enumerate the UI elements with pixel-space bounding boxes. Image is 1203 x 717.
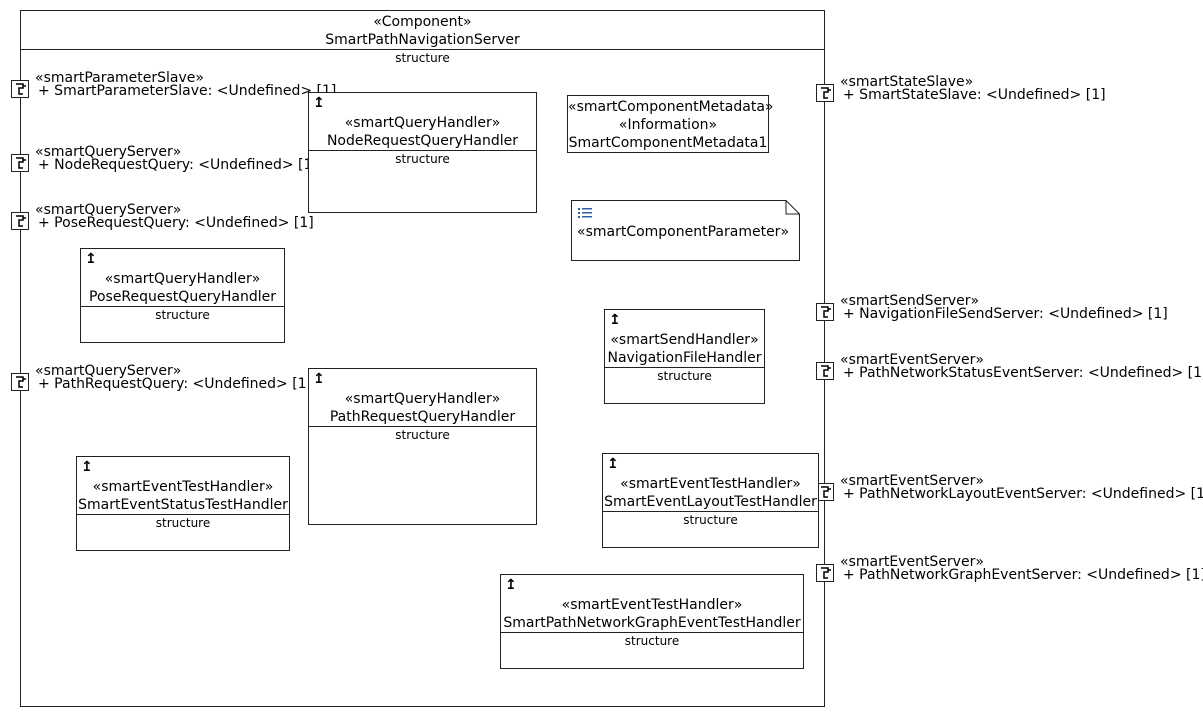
port-label: + PathNetworkStatusEventServer: <Undefin… <box>843 365 1203 381</box>
port-stereotype: «smartStateSlave» <box>840 74 974 90</box>
part-divider <box>77 514 289 515</box>
part-stereotype: «smartQueryHandler» <box>344 115 501 131</box>
part-name: NodeRequestQueryHandler <box>326 133 519 149</box>
part-arrow-icon: ↥ <box>313 371 325 387</box>
port-icon[interactable] <box>11 373 29 391</box>
port-stereotype: «smartEventServer» <box>840 352 984 368</box>
port-icon[interactable] <box>816 303 834 321</box>
part-name: SmartEventStatusTestHandler <box>78 497 288 513</box>
port-stereotype: «smartParameterSlave» <box>35 70 204 86</box>
component-stereotype: «Component» <box>373 14 472 30</box>
part-stereotype: «smartQueryHandler» <box>104 271 261 287</box>
note-text: «smartComponentParameter» <box>577 224 790 240</box>
port-stereotype: «smartQueryServer» <box>35 363 182 379</box>
part-compartment-label: structure <box>395 152 450 166</box>
part-name: PathRequestQueryHandler <box>329 409 516 425</box>
port-icon[interactable] <box>11 154 29 172</box>
part-compartment-label: structure <box>657 369 712 383</box>
metadata-name: SmartComponentMetadata1 <box>568 135 768 151</box>
part-stereotype: «smartEventTestHandler» <box>92 479 274 495</box>
part-arrow-icon: ↥ <box>505 577 517 593</box>
port-stereotype: «smartSendServer» <box>840 293 980 309</box>
part-smart-event-status-test-handler[interactable]: ↥ «smartEventTestHandler» SmartEventStat… <box>76 456 290 551</box>
part-name: SmartPathNetworkGraphEventTestHandler <box>503 615 801 631</box>
component-frame[interactable]: «Component» SmartPathNavigationServer st… <box>20 10 825 707</box>
part-divider <box>81 306 284 307</box>
port-stereotype: «smartEventServer» <box>840 473 984 489</box>
port-stereotype: «smartQueryServer» <box>35 144 182 160</box>
part-arrow-icon: ↥ <box>81 459 93 475</box>
part-divider <box>605 367 764 368</box>
list-icon <box>578 208 592 218</box>
part-divider <box>309 426 536 427</box>
component-parameter-note[interactable]: «smartComponentParameter» <box>571 200 800 261</box>
port-label: + PathNetworkGraphEventServer: <Undefine… <box>843 567 1203 583</box>
note-shape <box>571 200 800 261</box>
part-arrow-icon: ↥ <box>607 456 619 472</box>
part-divider <box>603 511 818 512</box>
part-node-request-query-handler[interactable]: ↥ «smartQueryHandler» NodeRequestQueryHa… <box>308 92 537 213</box>
part-arrow-icon: ↥ <box>609 312 621 328</box>
part-pose-request-query-handler[interactable]: ↥ «smartQueryHandler» PoseRequestQueryHa… <box>80 248 285 343</box>
part-navigation-file-handler[interactable]: ↥ «smartSendHandler» NavigationFileHandl… <box>604 309 765 404</box>
port-icon[interactable] <box>11 212 29 230</box>
part-stereotype: «smartSendHandler» <box>610 332 759 348</box>
component-name: SmartPathNavigationServer <box>325 32 520 48</box>
port-stereotype: «smartQueryServer» <box>35 202 182 218</box>
port-icon[interactable] <box>11 80 29 98</box>
part-arrow-icon: ↥ <box>313 95 325 111</box>
port-icon[interactable] <box>816 362 834 380</box>
part-name: PoseRequestQueryHandler <box>89 289 276 305</box>
part-compartment-label: structure <box>395 428 450 442</box>
metadata-information-stereotype: «Information» <box>618 117 718 133</box>
port-label: + NavigationFileSendServer: <Undefined> … <box>843 306 1168 322</box>
part-stereotype: «smartEventTestHandler» <box>561 597 743 613</box>
part-name: NavigationFileHandler <box>607 350 762 366</box>
part-divider <box>501 632 803 633</box>
part-stereotype: «smartQueryHandler» <box>344 391 501 407</box>
part-compartment-label: structure <box>155 516 211 530</box>
part-smart-event-layout-test-handler[interactable]: ↥ «smartEventTestHandler» SmartEventLayo… <box>602 453 819 548</box>
port-label: + NodeRequestQuery: <Undefined> [1] <box>38 157 318 173</box>
port-icon[interactable] <box>816 84 834 102</box>
port-label: + SmartParameterSlave: <Undefined> [1] <box>38 83 337 99</box>
port-label: + SmartStateSlave: <Undefined> [1] <box>843 87 1106 103</box>
component-divider <box>21 49 824 50</box>
port-stereotype: «smartEventServer» <box>840 554 984 570</box>
port-label: + PathNetworkLayoutEventServer: <Undefin… <box>843 486 1203 502</box>
port-label: + PathRequestQuery: <Undefined> [1] <box>38 376 313 392</box>
port-label: + PoseRequestQuery: <Undefined> [1] <box>38 215 314 231</box>
part-stereotype: «smartEventTestHandler» <box>620 476 801 492</box>
part-compartment-label: structure <box>155 308 210 322</box>
part-compartment-label: structure <box>624 634 680 648</box>
part-arrow-icon: ↥ <box>85 251 97 267</box>
part-divider <box>309 150 536 151</box>
component-compartment-label: structure <box>395 51 450 65</box>
component-metadata-box[interactable]: «smartComponentMetadata» «Information» S… <box>567 95 774 153</box>
port-icon[interactable] <box>816 564 834 582</box>
part-smart-path-network-graph-event-test-handler[interactable]: ↥ «smartEventTestHandler» SmartPathNetwo… <box>500 574 804 669</box>
metadata-stereotype: «smartComponentMetadata» <box>568 99 774 115</box>
part-path-request-query-handler[interactable]: ↥ «smartQueryHandler» PathRequestQueryHa… <box>308 368 537 525</box>
part-name: SmartEventLayoutTestHandler <box>604 494 817 510</box>
part-compartment-label: structure <box>683 513 738 527</box>
